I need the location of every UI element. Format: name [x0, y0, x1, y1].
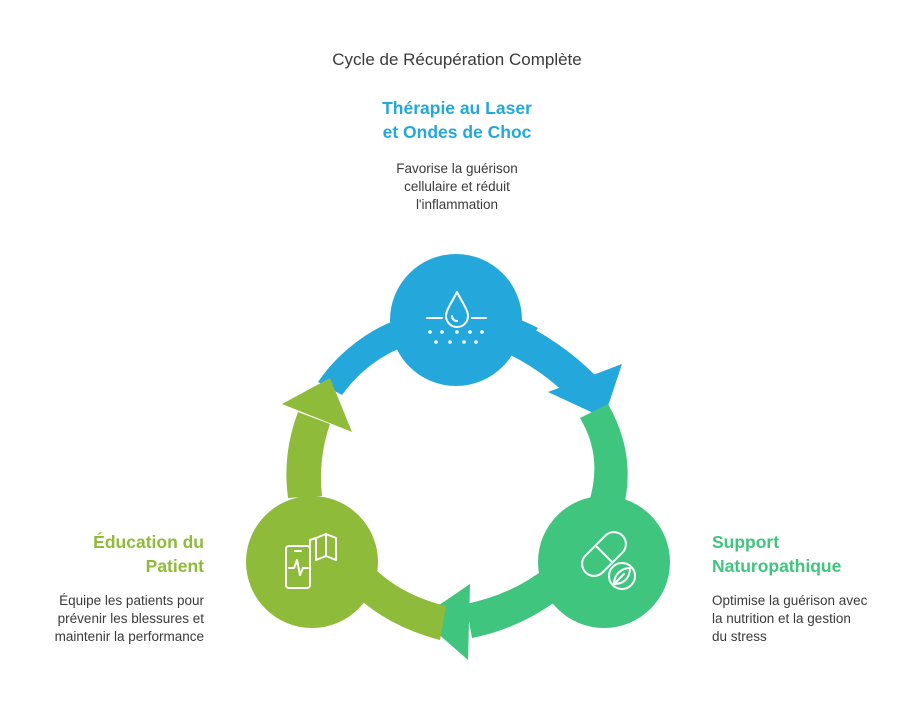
node-circle-education: [246, 496, 378, 628]
arc-olive-bottom: [352, 570, 446, 640]
arc-blue-tail: [500, 318, 596, 398]
arrowhead-olive: [282, 378, 352, 432]
node-heading-education: Éducation du Patient: [93, 532, 204, 576]
node-description-laser: Favorise la guérison cellulaire et rédui…: [396, 161, 518, 212]
node-heading-naturo: Support Naturopathique: [712, 532, 842, 576]
phone-book-icon: [285, 533, 337, 589]
pill-leaf-icon: [581, 531, 636, 590]
node-heading-laser: Thérapie au Laser et Ondes de Choc: [382, 98, 532, 142]
node-circle-naturo: [538, 496, 670, 628]
diagram-title: Cycle de Récupération Complète: [332, 50, 582, 69]
arrowhead-green: [420, 584, 470, 660]
skin-drop-icon: [426, 291, 487, 344]
arrowhead-blue: [548, 364, 622, 418]
arc-olive: [286, 412, 330, 498]
node-description-education: Équipe les patients pour prévenir les bl…: [54, 593, 204, 644]
arc-green: [580, 404, 628, 520]
node-description-naturo: Optimise la guérison avec la nutrition e…: [712, 593, 868, 644]
